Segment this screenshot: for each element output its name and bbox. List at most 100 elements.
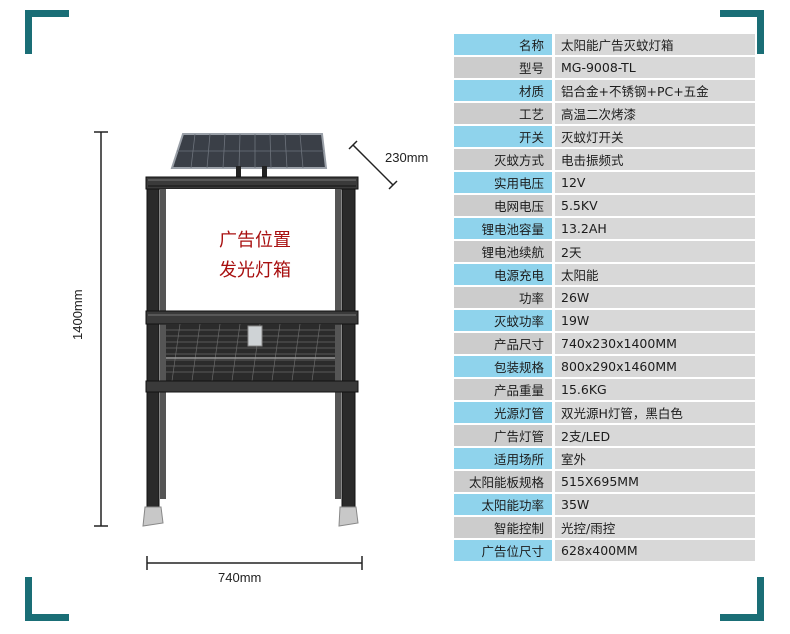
solar-panel — [170, 133, 328, 169]
depth-dimension-line — [348, 140, 398, 190]
spec-value: 628x400MM — [555, 540, 755, 561]
depth-dimension-label: 230mm — [385, 150, 429, 165]
spec-gap — [552, 172, 555, 193]
spec-key: 太阳能功率 — [454, 494, 552, 515]
spec-key: 产品尺寸 — [454, 333, 552, 354]
spec-value: 光控/雨控 — [555, 517, 755, 538]
spec-value: 双光源H灯管，黑白色 — [555, 402, 755, 423]
spec-key: 太阳能板规格 — [454, 471, 552, 492]
left-post — [146, 188, 160, 508]
top-frame — [145, 176, 359, 190]
spec-gap — [552, 195, 555, 216]
spec-key: 智能控制 — [454, 517, 552, 538]
spec-key: 材质 — [454, 80, 552, 101]
spec-row: 灭蚊方式电击振频式 — [454, 149, 755, 170]
spec-value: 35W — [555, 494, 755, 515]
width-dimension-label: 740mm — [218, 570, 262, 585]
spec-value: 太阳能广告灭蚊灯箱 — [555, 34, 755, 55]
spec-key: 灭蚊功率 — [454, 310, 552, 331]
spec-row: 智能控制光控/雨控 — [454, 517, 755, 538]
foot-plates — [142, 506, 359, 527]
spec-gap — [552, 287, 555, 308]
right-post — [341, 188, 356, 508]
spec-row: 适用场所室外 — [454, 448, 755, 469]
spec-key: 电源充电 — [454, 264, 552, 285]
spec-row: 光源灯管双光源H灯管，黑白色 — [454, 402, 755, 423]
height-dimension-line — [94, 131, 108, 527]
spec-value: 515X695MM — [555, 471, 755, 492]
spec-key: 广告灯管 — [454, 425, 552, 446]
spec-key: 工艺 — [454, 103, 552, 124]
middle-rail — [145, 310, 359, 325]
spec-value: 26W — [555, 287, 755, 308]
spec-value: 2天 — [555, 241, 755, 262]
spec-gap — [552, 264, 555, 285]
spec-value: MG-9008-TL — [555, 57, 755, 78]
spec-gap — [552, 57, 555, 78]
spec-row: 开关灭蚊灯开关 — [454, 126, 755, 147]
spec-gap — [552, 540, 555, 561]
ad-text-line-1: 广告位置 — [219, 230, 291, 251]
spec-key: 灭蚊方式 — [454, 149, 552, 170]
spec-value: 800x290x1460MM — [555, 356, 755, 377]
corner-bracket-bottom-left — [25, 577, 69, 621]
spec-value: 电击振频式 — [555, 149, 755, 170]
mesh-trap — [166, 323, 335, 382]
spec-gap — [552, 241, 555, 262]
spec-gap — [552, 471, 555, 492]
product-illustration: 广告位置 发光灯箱 740mm 230mm 1400mm — [70, 131, 429, 585]
left-post-rear — [160, 189, 166, 499]
corner-bracket-top-left — [25, 10, 69, 54]
spec-key: 包装规格 — [454, 356, 552, 377]
spec-key: 锂电池续航 — [454, 241, 552, 262]
spec-value: 铝合金+不锈钢+PC+五金 — [555, 80, 755, 101]
spec-gap — [552, 218, 555, 239]
spec-row: 电源充电太阳能 — [454, 264, 755, 285]
spec-gap — [552, 103, 555, 124]
corner-bracket-top-right — [720, 10, 764, 54]
lower-rail — [145, 380, 359, 393]
spec-gap — [552, 149, 555, 170]
ad-placeholder-text: 广告位置 发光灯箱 — [205, 226, 305, 286]
spec-value: 室外 — [555, 448, 755, 469]
spec-gap — [552, 494, 555, 515]
spec-key: 适用场所 — [454, 448, 552, 469]
spec-gap — [552, 448, 555, 469]
spec-gap — [552, 356, 555, 377]
spec-value: 太阳能 — [555, 264, 755, 285]
width-dimension-line — [146, 556, 363, 570]
ad-panel — [166, 189, 335, 311]
spec-value: 灭蚊灯开关 — [555, 126, 755, 147]
right-post-rear — [335, 189, 341, 499]
spec-key: 广告位尺寸 — [454, 540, 552, 561]
height-dimension-label: 1400mm — [70, 289, 85, 340]
corner-bracket-bottom-right — [720, 577, 764, 621]
spec-key: 产品重量 — [454, 379, 552, 400]
spec-key: 名称 — [454, 34, 552, 55]
spec-value: 19W — [555, 310, 755, 331]
spec-gap — [552, 402, 555, 423]
spec-value: 5.5KV — [555, 195, 755, 216]
spec-value: 12V — [555, 172, 755, 193]
spec-key: 实用电压 — [454, 172, 552, 193]
spec-key: 电网电压 — [454, 195, 552, 216]
spec-key: 功率 — [454, 287, 552, 308]
spec-gap — [552, 34, 555, 55]
spec-gap — [552, 379, 555, 400]
spec-gap — [552, 80, 555, 101]
spec-gap — [552, 310, 555, 331]
spec-row: 材质铝合金+不锈钢+PC+五金 — [454, 80, 755, 101]
spec-value: 15.6KG — [555, 379, 755, 400]
spec-value: 2支/LED — [555, 425, 755, 446]
